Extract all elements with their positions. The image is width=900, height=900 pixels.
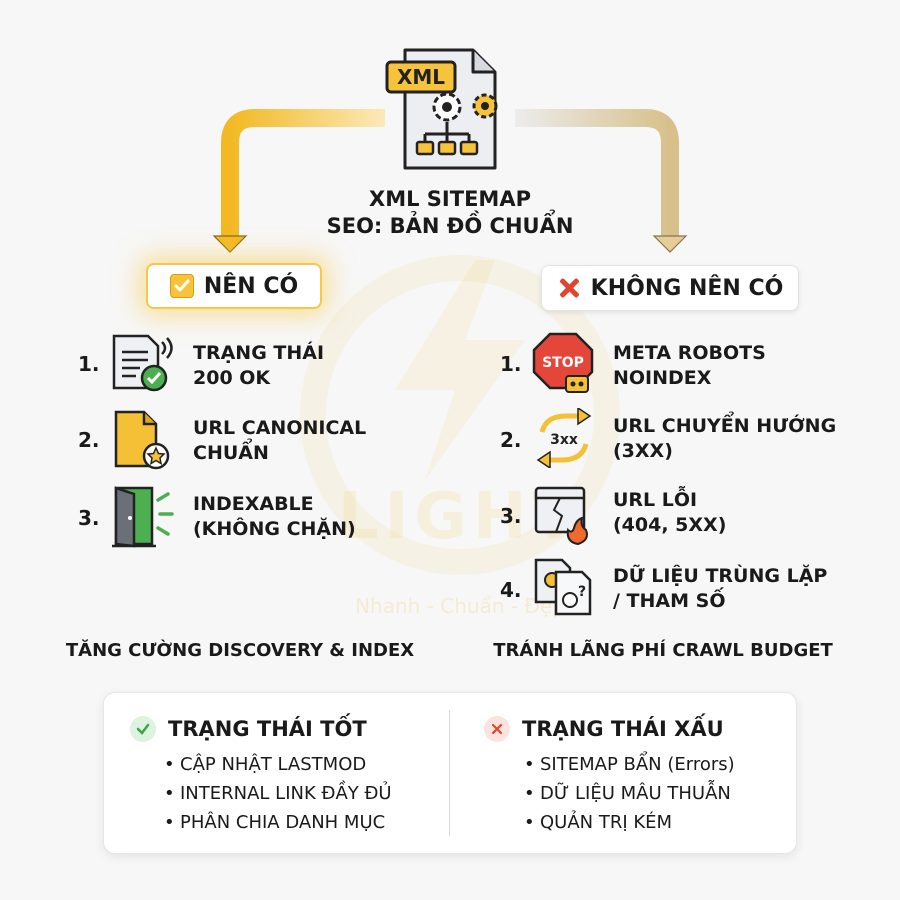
bad-status-title: TRẠNG THÁI XẤU	[522, 717, 724, 741]
right-item-3: URL LỖI (404, 5XX)	[613, 489, 727, 536]
right-item-4: DỮ LIỆU TRÙNG LẶP / THAM SỐ	[613, 565, 828, 612]
bad-status-list: SITEMAP BẨN (Errors) DỮ LIỆU MÂU THUẪN Q…	[524, 750, 735, 837]
status-divider	[449, 710, 450, 836]
watermark-slogan: Nhanh - Chuẩn - Đẹp	[355, 594, 565, 618]
should-have-badge: NÊN CÓ	[146, 263, 322, 309]
good-status-header: TRẠNG THÁI TỐT	[130, 716, 367, 742]
right-item-1: META ROBOTS NOINDEX	[613, 342, 766, 389]
duplicate-docs-icon: ?	[534, 558, 592, 616]
title-line-1: XML SITEMAP	[369, 187, 531, 211]
check-icon	[130, 716, 156, 742]
xml-sitemap-icon: XML	[385, 48, 498, 170]
redirect-arrows-icon: 3xx	[536, 408, 592, 468]
good-status-list: CẬP NHẬT LASTMOD INTERNAL LINK ĐẦY ĐỦ PH…	[164, 750, 392, 837]
left-item-number: 2.	[78, 428, 100, 452]
right-item-number: 1.	[500, 352, 522, 376]
good-status-title: TRẠNG THÁI TỐT	[168, 717, 367, 741]
title-line-2: SEO: BẢN ĐỒ CHUẨN	[326, 214, 574, 238]
broken-page-fire-icon	[534, 486, 588, 546]
list-item: DỮ LIỆU MÂU THUẪN	[524, 779, 735, 808]
list-item: QUẢN TRỊ KÉM	[524, 808, 735, 837]
document-star-icon	[114, 410, 170, 470]
svg-text:?: ?	[578, 584, 586, 600]
right-item-number: 4.	[500, 578, 522, 602]
redirect-text: 3xx	[550, 432, 578, 448]
right-item-number: 3.	[500, 504, 522, 528]
cross-icon	[557, 276, 581, 300]
open-door-icon	[112, 486, 174, 548]
flow-arrows	[212, 109, 688, 253]
xml-file-label: XML	[397, 65, 445, 89]
stop-sign-robot-icon: STOP	[532, 332, 594, 393]
stop-text: STOP	[542, 355, 584, 371]
should-not-have-label: KHÔNG NÊN CÓ	[590, 275, 784, 301]
bad-status-header: TRẠNG THÁI XẤU	[484, 716, 724, 742]
left-summary: TĂNG CƯỜNG DISCOVERY & INDEX	[65, 640, 415, 661]
should-have-label: NÊN CÓ	[203, 273, 299, 299]
right-item-number: 2.	[500, 428, 522, 452]
left-item-2: URL CANONICAL CHUẨN	[193, 417, 367, 464]
list-item: CẬP NHẬT LASTMOD	[164, 750, 392, 779]
watermark-bolt-icon	[395, 260, 525, 480]
list-item: INTERNAL LINK ĐẦY ĐỦ	[164, 779, 392, 808]
left-item-3: INDEXABLE (KHÔNG CHẶN)	[193, 493, 356, 540]
left-item-1: TRẠNG THÁI 200 OK	[193, 342, 325, 389]
right-summary: TRÁNH LÃNG PHÍ CRAWL BUDGET	[493, 640, 833, 661]
left-item-number: 1.	[78, 352, 100, 376]
left-item-number: 3.	[78, 506, 100, 530]
checkbox-icon	[169, 274, 194, 298]
list-item: SITEMAP BẨN (Errors)	[524, 750, 735, 779]
right-item-2: URL CHUYỂN HƯỚNG (3XX)	[613, 415, 837, 462]
page-title: XML SITEMAP SEO: BẢN ĐỒ CHUẨN	[300, 186, 600, 240]
list-item: PHÂN CHIA DANH MỤC	[164, 808, 392, 837]
x-icon	[484, 716, 510, 742]
document-check-icon	[112, 334, 173, 392]
should-not-have-badge: KHÔNG NÊN CÓ	[541, 265, 799, 311]
